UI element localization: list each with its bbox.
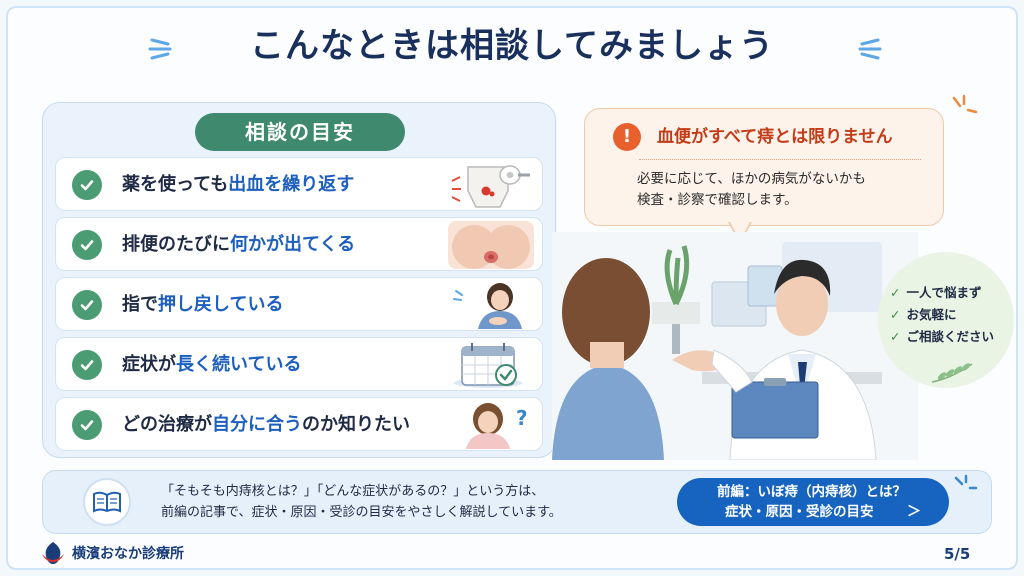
book-icon: [93, 491, 121, 513]
warning-bubble: ! 血便がすべて痔とは限りません 必要に応じて、ほかの病気がないかも 検査・診察…: [584, 108, 944, 226]
reassurance-list: ✓一人で悩まず ✓お気軽に ✓ご相談ください: [890, 282, 994, 348]
doctor-consultation-illustration: [552, 232, 918, 460]
guide-item-text: 排便のたびに何かが出てくる: [122, 234, 356, 255]
guide-heading: 相談の目安: [195, 113, 405, 151]
clinic-name: 横濱おなか診療所: [72, 546, 184, 562]
guide-item-text: 指で押し戻している: [122, 294, 284, 315]
guide-item-text: 症状が長く続いている: [122, 354, 302, 375]
check-icon: ✓: [890, 285, 901, 300]
list-item: ✓お気軽に: [890, 307, 957, 322]
clinic-logo-icon: [42, 542, 64, 564]
sparkle-icon: [148, 38, 172, 60]
reassurance-circle: [878, 252, 1014, 388]
guide-item: 症状が長く続いている: [55, 337, 543, 391]
exclamation-icon: !: [613, 123, 641, 151]
chevron-right-icon: ＞: [907, 504, 921, 520]
guide-item-text: どの治療が自分に合うのか知りたい: [122, 414, 410, 435]
sparkle-icon: [858, 38, 882, 60]
list-item: ✓一人で悩まず: [890, 285, 982, 300]
guide-item: どの治療が自分に合うのか知りたい ?: [55, 397, 543, 451]
list-item: ✓ご相談ください: [890, 329, 994, 344]
previous-article-button[interactable]: 前編：いぼ痔（内痔核）とは？ 症状・原因・受診の目安 ＞: [677, 478, 949, 526]
warning-title: 血便がすべて痔とは限りません: [657, 127, 893, 147]
check-icon: [72, 290, 102, 320]
anatomy-illustration: [448, 221, 534, 269]
warning-body: 必要に応じて、ほかの病気がないかも 検査・診察で確認します。: [637, 171, 866, 208]
check-icon: [72, 230, 102, 260]
svg-text:?: ?: [516, 406, 528, 430]
thinking-woman-illustration: ?: [466, 403, 528, 449]
guide-item-text: 薬を使っても出血を繰り返す: [122, 174, 355, 195]
tap-indicator-icon: [954, 474, 978, 490]
check-icon: [72, 170, 102, 200]
related-article-text: 「そもそも内痔核とは？」「どんな症状があるの？」という方は、 前編の記事で、症状…: [161, 484, 562, 520]
guide-item: 薬を使っても出血を繰り返す: [55, 157, 543, 211]
consultation-guide-panel: 相談の目安 薬を使っても出血を繰り返す 排便のたびに何かが出てくる: [42, 102, 556, 458]
leaf-icon: [931, 363, 973, 383]
check-icon: ✓: [890, 307, 901, 322]
book-icon-circle: [83, 478, 131, 526]
related-article-bar: 「そもそも内痔核とは？」「どんな症状があるの？」という方は、 前編の記事で、症状…: [42, 470, 992, 534]
divider: [639, 159, 921, 160]
check-icon: [72, 410, 102, 440]
check-icon: ✓: [890, 329, 901, 344]
page-title: こんなときは相談してみましょう: [242, 18, 782, 73]
calendar-icon: [454, 343, 522, 388]
worried-woman-illustration: [453, 283, 522, 329]
sparkle-icon: [952, 94, 978, 114]
check-icon: [72, 350, 102, 380]
guide-item: 指で押し戻している: [55, 277, 543, 331]
toilet-paper-icon: [451, 165, 530, 208]
guide-item: 排便のたびに何かが出てくる: [55, 217, 543, 271]
page-number: 5/5: [944, 545, 971, 563]
